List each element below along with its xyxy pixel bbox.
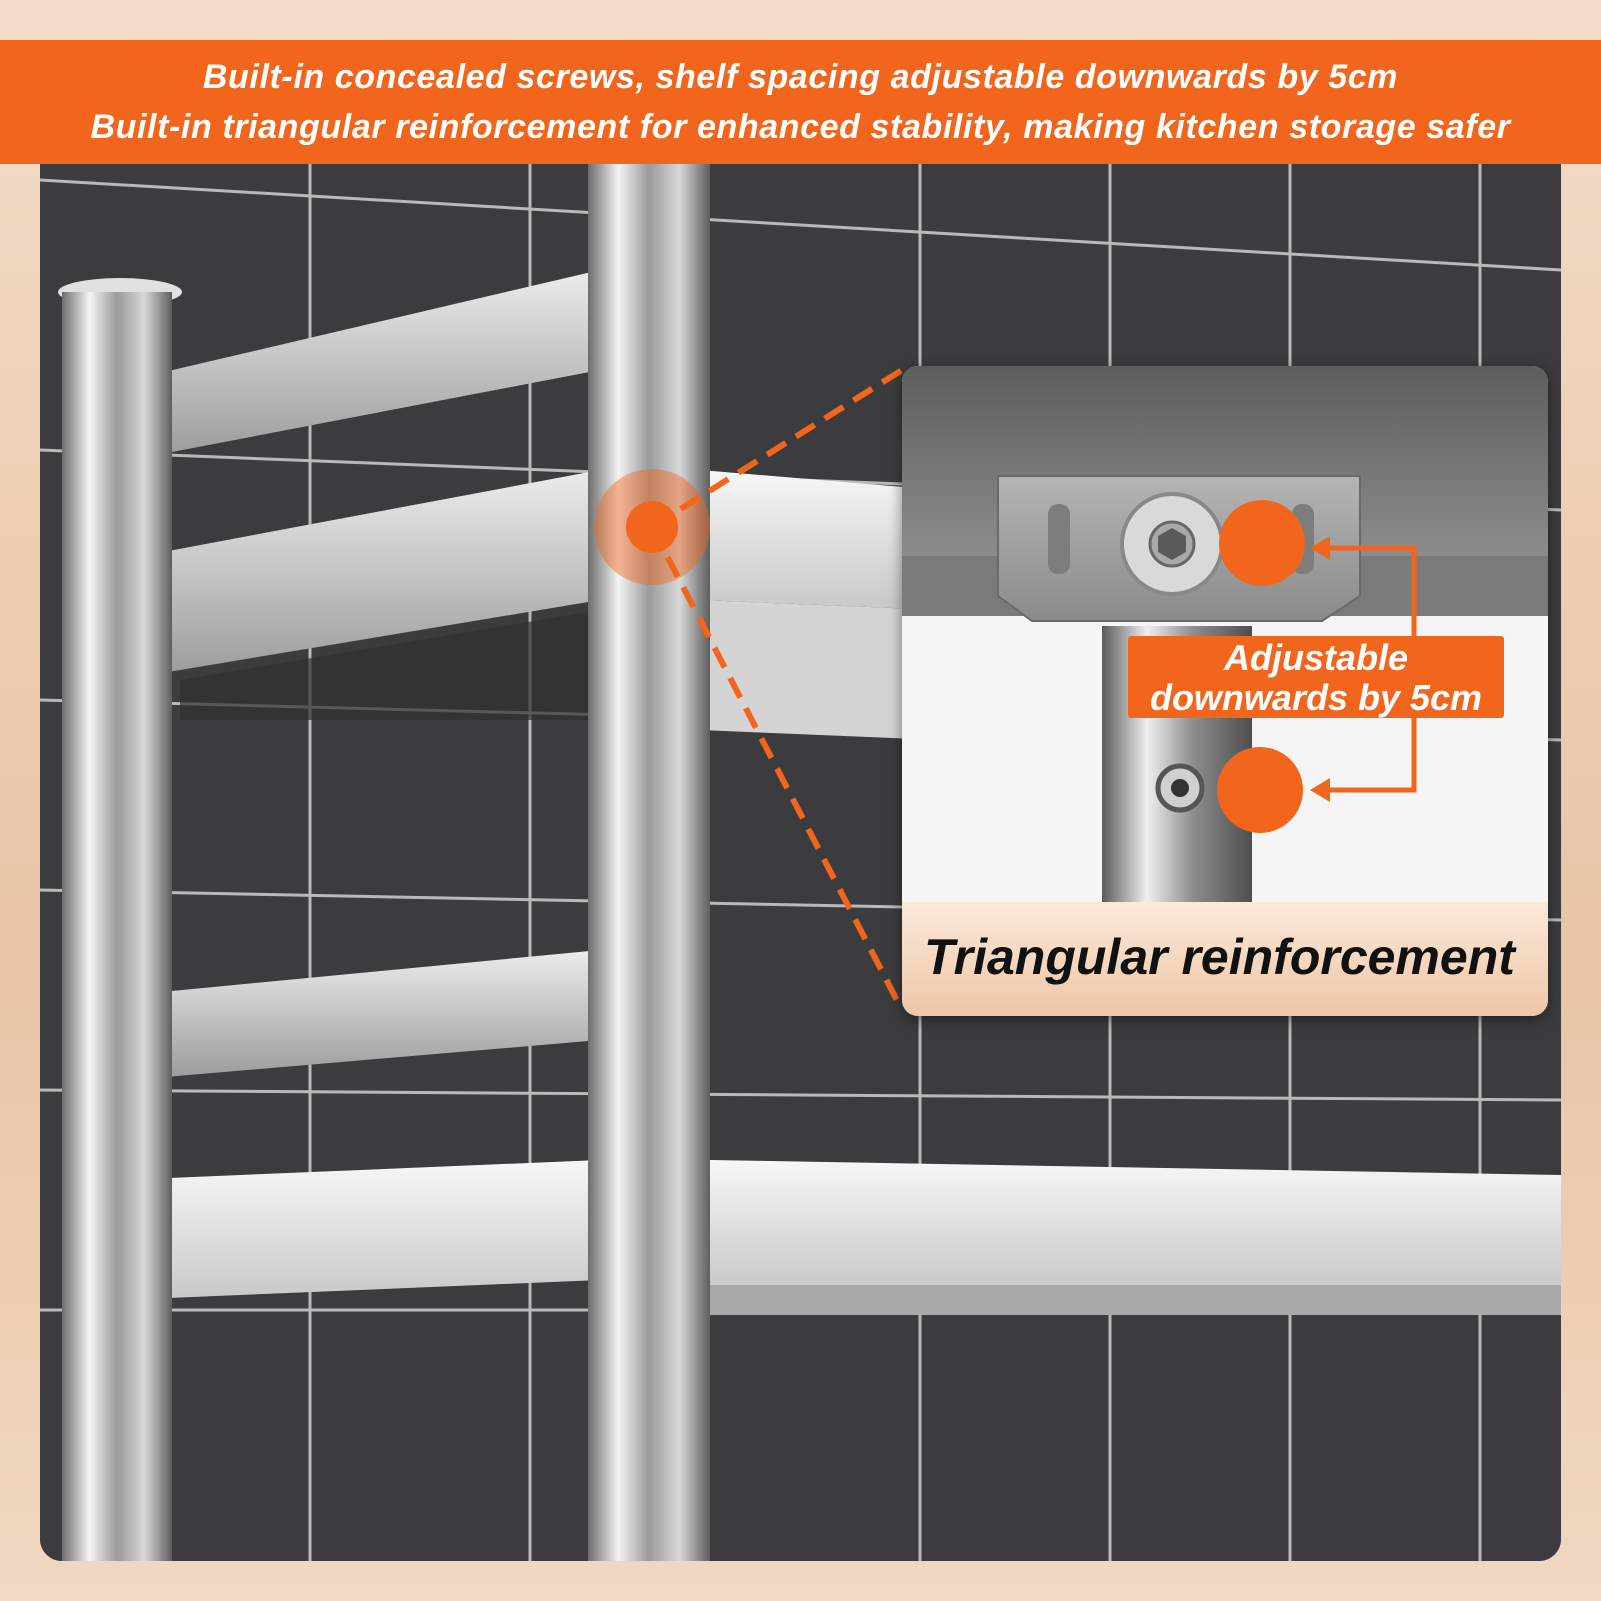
adjustable-label-line2: downwards by 5cm <box>1149 677 1483 718</box>
inset-caption: Triangular reinforcement <box>924 929 1515 985</box>
shelf-top <box>130 270 600 460</box>
inset-caption-bar: Triangular reinforcement <box>902 902 1548 1016</box>
shelf-upper <box>120 470 940 740</box>
left-pole <box>58 278 182 1561</box>
center-pole <box>588 160 710 1561</box>
banner-line-concealed-screws: Built-in concealed screws, shelf spacing… <box>202 58 1399 96</box>
banner-line-triangular-reinforcement: Built-in triangular reinforcement for en… <box>90 108 1511 146</box>
adjustable-label: Adjustable downwards by 5cm <box>1128 636 1504 718</box>
info-banner: Built-in concealed screws, shelf spacing… <box>0 40 1601 164</box>
hex-socket-icon <box>1158 528 1186 560</box>
slot-left <box>1048 504 1070 574</box>
callout-line-top <box>650 367 904 530</box>
zoom-inset: Adjustable downwards by 5cm Triangular r… <box>902 366 1548 1016</box>
adjustable-label-line1: Adjustable <box>1223 637 1409 678</box>
lower-position-marker <box>1217 747 1303 833</box>
callout-line-bottom <box>649 525 905 1012</box>
upper-position-marker <box>1219 500 1305 586</box>
shelf-middle <box>130 950 600 1080</box>
shelf-bottom <box>120 1160 1561 1315</box>
